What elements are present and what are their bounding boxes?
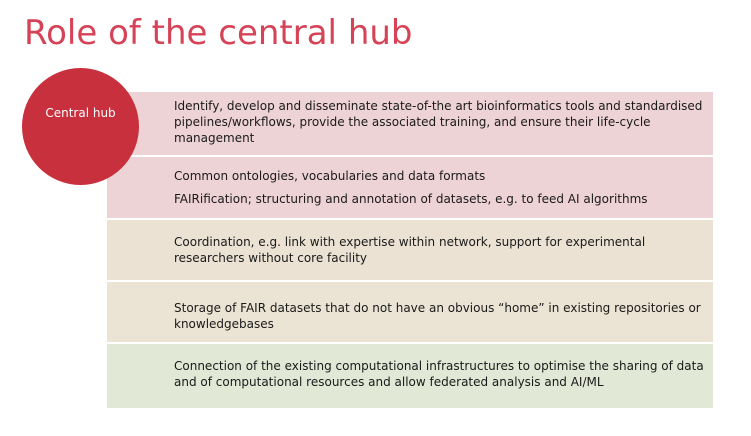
hub-role-text: Coordination, e.g. link with expertise w…	[174, 235, 646, 265]
hub-role-ontologies-fairification: Common ontologies, vocabularies and data…	[107, 157, 713, 218]
hub-role-text: Storage of FAIR datasets that do not hav…	[174, 301, 701, 331]
central-hub-label: Central hub	[45, 105, 116, 120]
hub-role-text: Connection of the existing computational…	[174, 359, 704, 389]
hub-role-infrastructure: Connection of the existing computational…	[107, 344, 713, 408]
central-hub-circle: Central hub	[22, 68, 139, 185]
hub-role-text: FAIRification; structuring and annotatio…	[174, 192, 648, 206]
hub-role-text: Common ontologies, vocabularies and data…	[174, 169, 486, 183]
slide-title: Role of the central hub	[24, 13, 413, 53]
hub-role-storage: Storage of FAIR datasets that do not hav…	[107, 282, 713, 342]
hub-role-tools-pipelines: Identify, develop and disseminate state-…	[107, 92, 713, 155]
hub-role-text: Identify, develop and disseminate state-…	[174, 98, 703, 145]
hub-role-coordination: Coordination, e.g. link with expertise w…	[107, 220, 713, 280]
